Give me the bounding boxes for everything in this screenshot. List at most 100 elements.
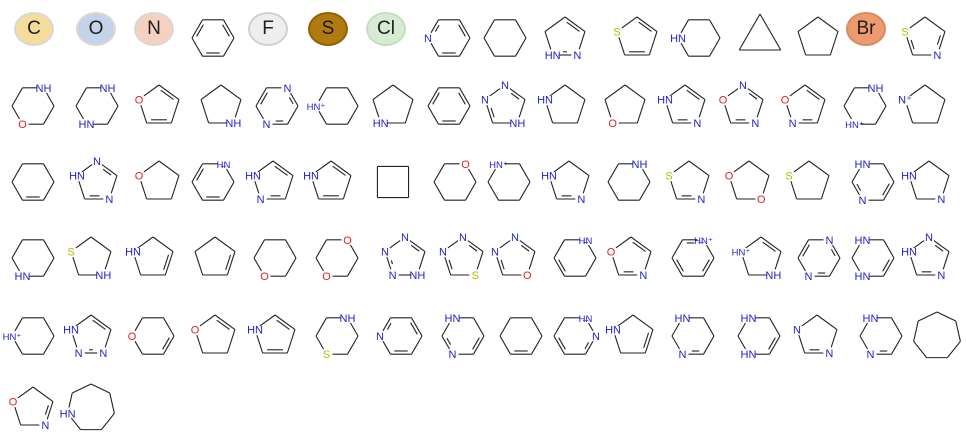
bond	[14, 340, 23, 355]
bond	[392, 84, 414, 100]
ring-r1-cyclopropane	[735, 2, 785, 68]
bond	[72, 335, 78, 348]
atom-label: NH	[340, 313, 356, 325]
bond	[883, 181, 895, 201]
atom-label: N	[789, 118, 797, 130]
ring-drawing: OO	[725, 160, 770, 206]
bond	[226, 251, 236, 276]
bond	[748, 160, 770, 176]
atom-label: S	[901, 27, 908, 39]
ring-drawing: N	[424, 19, 471, 57]
double-bond	[222, 24, 230, 37]
bond	[801, 314, 818, 327]
ring-drawing	[11, 163, 55, 201]
atom-label: S	[785, 171, 792, 183]
ring-drawing: S	[613, 16, 658, 56]
bond	[220, 84, 242, 100]
bond	[473, 335, 485, 355]
bond	[742, 257, 750, 276]
ring-r4-pyran: O	[250, 222, 300, 288]
double-bond	[446, 337, 452, 345]
bond	[11, 87, 23, 107]
atom-label: O	[607, 247, 616, 259]
bond	[350, 322, 359, 337]
ring-r5-pyridine: N	[376, 300, 426, 366]
bond	[110, 175, 118, 194]
atom-label: O	[260, 271, 269, 283]
bond	[255, 87, 267, 107]
bond	[933, 240, 950, 252]
double-bond	[448, 259, 453, 270]
ring-drawing: O	[191, 314, 236, 354]
bond	[194, 236, 216, 252]
bond	[546, 105, 554, 124]
bond	[797, 31, 807, 56]
bond	[78, 181, 86, 200]
double-bond	[686, 89, 700, 100]
bond	[430, 42, 439, 57]
double-bond	[768, 337, 776, 350]
atom-label: N	[449, 349, 457, 361]
bond	[347, 105, 359, 125]
bond	[163, 317, 175, 337]
bond	[11, 181, 23, 201]
bond	[315, 317, 327, 337]
ring-drawing: ON	[607, 236, 652, 282]
ring-drawing: HN	[60, 383, 115, 431]
bond	[46, 92, 55, 107]
atom-label: N	[99, 348, 107, 360]
bond	[553, 257, 565, 277]
ring-drawing: NNS	[439, 232, 484, 282]
bond	[254, 181, 260, 194]
bond	[134, 257, 142, 276]
atom-label: NH	[100, 83, 116, 95]
atom-label: HN	[79, 119, 95, 131]
bond	[285, 239, 297, 259]
atom-label: O	[523, 270, 532, 282]
double-bond	[276, 319, 290, 330]
ring-r1-cyclohexane	[480, 2, 530, 68]
bond	[312, 181, 320, 200]
bond	[798, 335, 806, 354]
bond	[906, 105, 914, 124]
bond	[604, 99, 612, 118]
atom-label: HN	[541, 171, 557, 183]
ring-drawing: HN⁺	[3, 317, 55, 355]
bond	[347, 87, 359, 107]
atom-label: O	[725, 171, 734, 183]
bond	[286, 329, 296, 354]
atom-label: HN	[69, 171, 85, 183]
ring-r2-piperidinium: HN⁺	[307, 70, 362, 136]
bond	[43, 257, 55, 277]
bond	[698, 99, 706, 118]
atom-label: NH	[868, 83, 884, 95]
atom-label: HN	[901, 247, 917, 259]
bond	[200, 84, 222, 100]
double-bond	[830, 249, 836, 257]
bond	[411, 317, 423, 337]
bond	[843, 87, 855, 107]
double-bond	[910, 39, 915, 50]
ring-drawing: ON	[781, 84, 826, 130]
bond	[75, 87, 87, 107]
bond	[43, 317, 55, 337]
bond	[585, 257, 597, 277]
bond	[459, 37, 471, 57]
bond	[70, 417, 82, 430]
bond	[531, 317, 543, 337]
bond	[928, 160, 950, 176]
bond	[486, 105, 494, 124]
bond	[253, 257, 262, 272]
atom-label: S	[323, 349, 330, 361]
bond	[759, 13, 782, 51]
atom-label: O	[135, 171, 144, 183]
bond	[459, 87, 471, 107]
atom-label: O	[135, 95, 144, 107]
atom-label: O	[719, 95, 728, 107]
